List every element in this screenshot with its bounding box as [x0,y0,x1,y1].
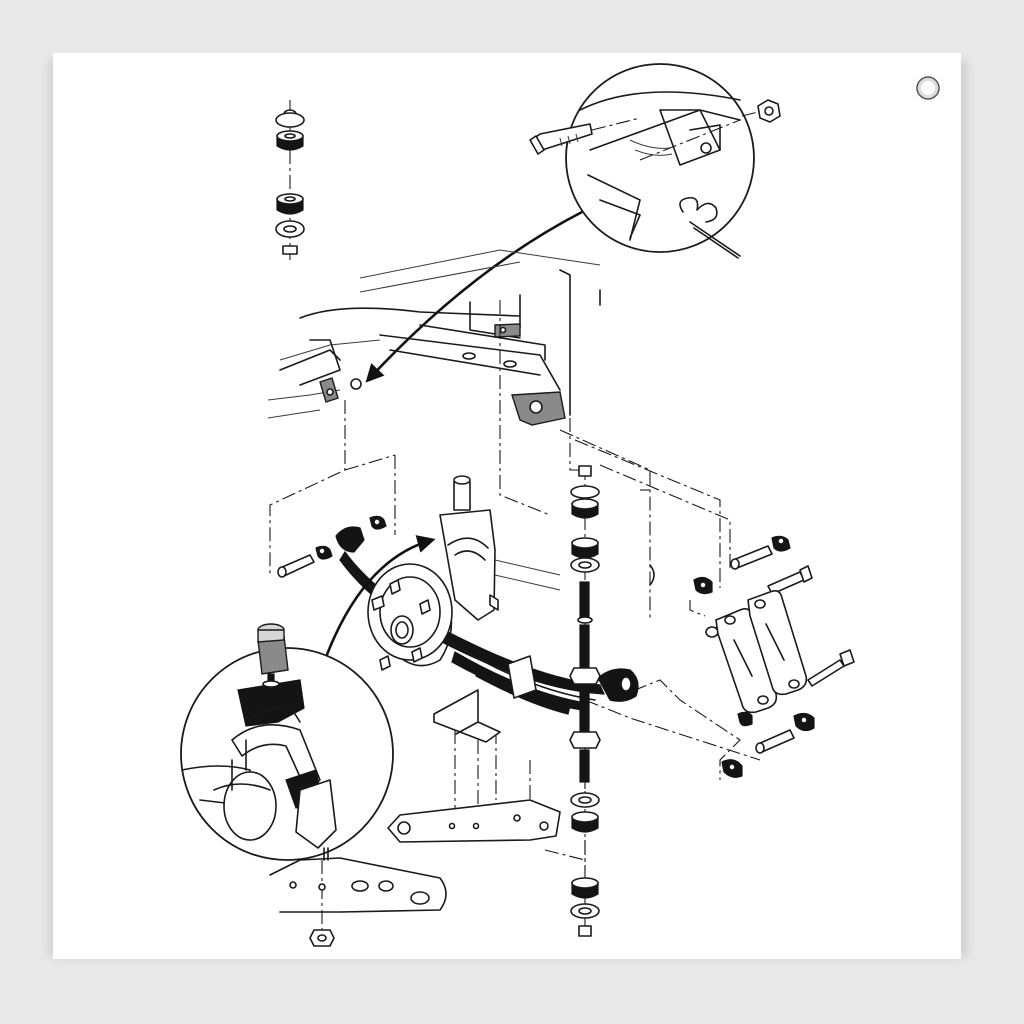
assembly-leader-lines [269,300,761,930]
spring-plate-and-bracket [387,689,561,843]
spring-detail-arrow [320,535,436,669]
bottom-axle-plate [269,857,447,947]
frame-nut [741,99,781,123]
paper-hole [916,76,940,100]
frame-bolt [529,117,641,155]
axle-mount-detail-circle [180,623,394,861]
u-bolt-assembly [569,465,601,937]
frame-mount-detail-circle [565,63,755,259]
rear-shackle-assembly [693,535,855,778]
spindle-and-hub [367,475,561,671]
detail-callout-arrow [365,210,583,383]
vehicle-frame [267,249,601,426]
wheel-studs [371,579,431,671]
front-eye-bushing-set [277,515,387,578]
leaf-spring [335,526,639,715]
upper-bushing-stack [275,100,305,260]
